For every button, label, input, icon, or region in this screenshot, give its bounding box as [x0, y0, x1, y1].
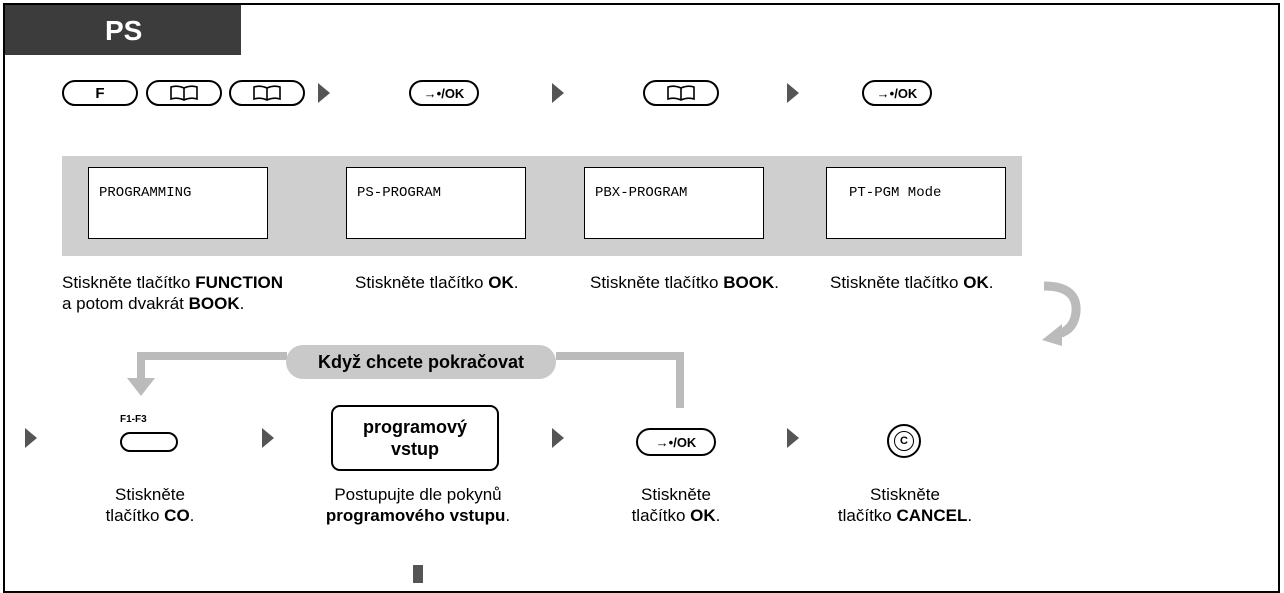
connector-line: [137, 352, 145, 380]
caption-ok: Stiskněte tlačítko OK.: [631, 485, 721, 525]
caption-step-1: Stiskněte tlačítko FUNCTION a potom dvak…: [62, 273, 284, 313]
flow-arrow: [552, 83, 564, 103]
continue-label: Když chcete pokračovat: [286, 345, 556, 379]
flow-arrow: [787, 83, 799, 103]
flow-arrow: [262, 428, 274, 448]
caption-co: Stiskněte tlačítko CO.: [105, 485, 195, 525]
caption-program-input: Postupujte dle pokynů programového vstup…: [325, 485, 511, 525]
caption-cancel: Stiskněte tlačítko CANCEL.: [837, 485, 973, 525]
display-pbx-program: PBX-PROGRAM: [584, 167, 764, 239]
ok-key-1[interactable]: →•/OK: [409, 80, 479, 106]
connector-line: [137, 352, 287, 360]
display-programming: PROGRAMMING: [88, 167, 268, 239]
book-key-2[interactable]: [229, 80, 305, 106]
flow-arrow: [787, 428, 799, 448]
ps-tab-label: PS: [105, 15, 143, 46]
curved-continue-arrow-icon: [1042, 281, 1081, 346]
program-input-box: programový vstup: [331, 405, 499, 471]
book-icon: [253, 85, 281, 101]
f1-f3-label: F1-F3: [120, 414, 147, 425]
connector-line: [556, 352, 684, 360]
ok-key-3[interactable]: →•/OK: [636, 428, 716, 456]
flow-arrow: [318, 83, 330, 103]
bottom-connector: [413, 565, 423, 583]
display-pt-pgm-mode: PT-PGM Mode: [826, 167, 1006, 239]
flow-arrow: [25, 428, 37, 448]
caption-step-2: Stiskněte tlačítko OK.: [355, 273, 519, 292]
caption-step-3: Stiskněte tlačítko BOOK.: [590, 273, 779, 292]
connector-line: [676, 352, 684, 408]
book-key-1[interactable]: [146, 80, 222, 106]
ps-tab: PS: [5, 5, 241, 55]
arrow-down-icon: [127, 378, 155, 396]
book-key-3[interactable]: [643, 80, 719, 106]
display-ps-program: PS-PROGRAM: [346, 167, 526, 239]
book-icon: [170, 85, 198, 101]
cancel-key[interactable]: C: [887, 424, 921, 458]
book-icon: [667, 85, 695, 101]
caption-step-4: Stiskněte tlačítko OK.: [830, 273, 994, 292]
ok-key-2[interactable]: →•/OK: [862, 80, 932, 106]
function-key[interactable]: F: [62, 80, 138, 106]
co-key[interactable]: [120, 432, 178, 452]
flow-arrow: [552, 428, 564, 448]
